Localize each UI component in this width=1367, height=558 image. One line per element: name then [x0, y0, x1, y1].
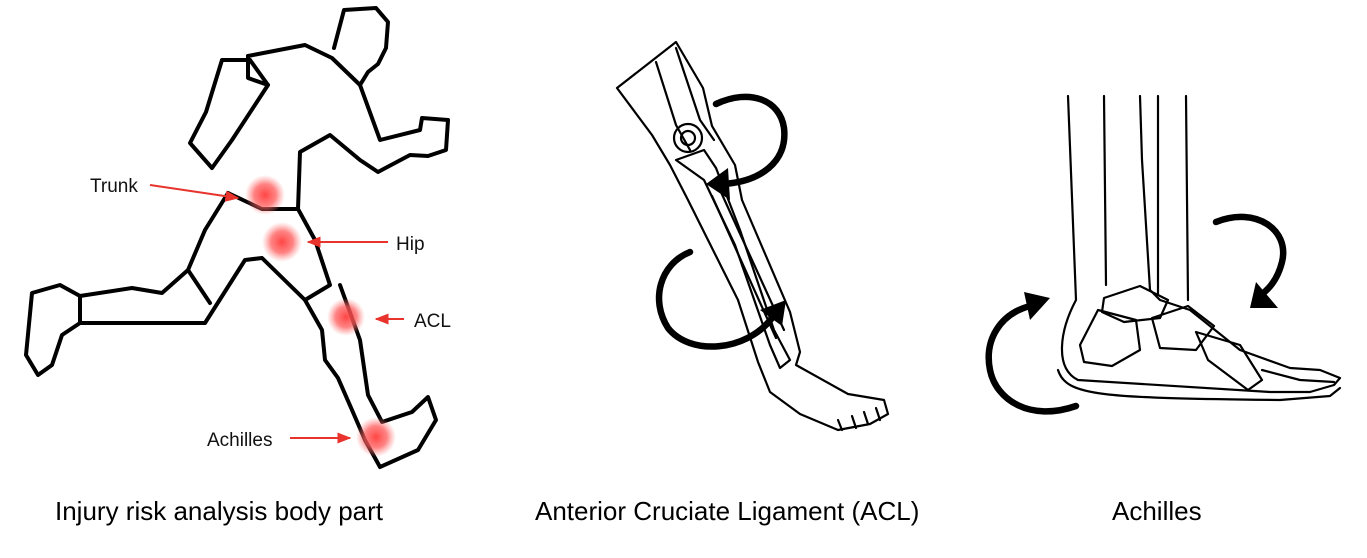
forefoot-rotation-arrow — [1212, 213, 1287, 298]
leg-illustration — [615, 40, 890, 432]
achilles-label: Achilles — [207, 430, 272, 451]
hip-label: Hip — [396, 234, 425, 255]
upper-rotation-arrowhead — [706, 168, 730, 200]
foot-panel-caption: Achilles — [1112, 496, 1202, 526]
forefoot-rotation-arrowhead — [1250, 282, 1278, 308]
back-knee-line — [186, 268, 212, 305]
ankle-bones — [1078, 284, 1336, 392]
toes — [836, 406, 882, 432]
trunk-pointer — [149, 184, 240, 202]
hip-highlight — [262, 222, 302, 262]
heel-rotation-arrowhead — [1024, 292, 1050, 320]
head-outline — [332, 6, 390, 87]
sole-line — [1056, 368, 1342, 402]
back-outline — [246, 54, 270, 87]
upper-rotation-arrow — [712, 93, 788, 188]
foot-illustration — [985, 94, 1342, 415]
torso-outline — [246, 43, 450, 211]
rear-arm-outline — [188, 58, 270, 170]
acl-label: ACL — [414, 311, 451, 332]
acl-highlight — [327, 298, 365, 336]
back-leg-outline — [24, 191, 307, 377]
femur — [654, 46, 716, 152]
leg-panel-caption: Anterior Cruciate Ligament (ACL) — [535, 496, 920, 526]
body-panel-caption: Injury risk analysis body part — [55, 496, 384, 526]
trunk-label: Trunk — [90, 176, 138, 197]
thigh-outline — [615, 40, 890, 432]
running-figure: Trunk Hip ACL Achilles — [24, 6, 451, 469]
kneecap — [672, 122, 704, 154]
lower-rotation-arrowhead — [760, 300, 786, 326]
lower-rotation-arrow — [655, 248, 776, 350]
trunk-highlight — [245, 175, 285, 215]
kneecap-inner — [679, 129, 697, 147]
heel-rotation-arrow — [985, 302, 1080, 415]
shin-bone-lines — [1102, 94, 1190, 302]
achilles-highlight — [356, 417, 396, 457]
calf-outline — [1060, 94, 1342, 394]
